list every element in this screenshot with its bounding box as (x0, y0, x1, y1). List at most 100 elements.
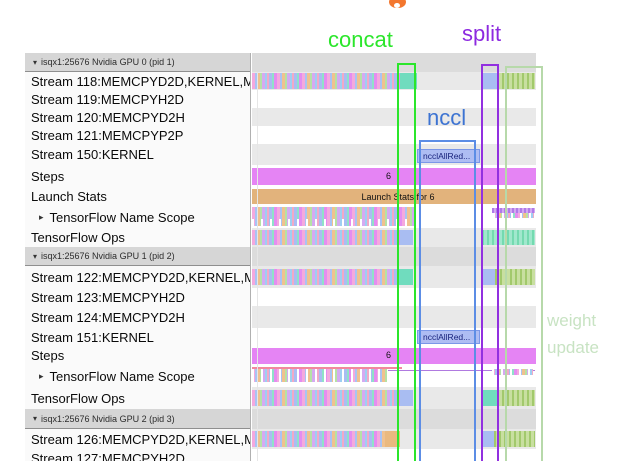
track-stream-151: ncclAllRed... (252, 328, 536, 346)
row-label-tf-ops-gpu1: TensorFlow Ops (25, 387, 250, 409)
section-header-gpu1[interactable]: ▾isqx1:25676 Nvidia GPU 1 (pid 2) (25, 247, 250, 266)
expand-icon[interactable]: ▸ (39, 370, 44, 381)
row-stream-119: Stream 119:MEMCPYH2D (0, 90, 622, 108)
row-stream-151: Stream 151:KERNEL ncclAllRed... (0, 328, 622, 346)
section-header-gpu0[interactable]: ▾isqx1:25676 Nvidia GPU 0 (pid 1) (25, 53, 250, 72)
collapse-icon[interactable]: ▾ (33, 414, 38, 423)
split-event-segment[interactable] (483, 73, 497, 89)
name-scope-drip-bar[interactable] (252, 369, 388, 382)
memcpy-event-segment[interactable] (385, 431, 400, 447)
split-event-segment[interactable] (483, 431, 494, 447)
track-steps-gpu1: 6 (252, 346, 536, 365)
launch-stats-bar[interactable] (252, 189, 536, 204)
track-stream-118 (252, 72, 536, 90)
cut-off-orange-glyph (389, 0, 406, 8)
name-scope-events-bar[interactable] (252, 207, 415, 219)
track-stream-150: ncclAllRed... (252, 144, 536, 165)
nccl-annotation: nccl (427, 105, 467, 130)
collapse-icon[interactable]: ▾ (33, 57, 38, 67)
row-label-tf-ops-gpu0: TensorFlow Ops (25, 228, 250, 247)
tf-ops-split-segment[interactable] (482, 390, 497, 406)
track-stream-121 (252, 126, 536, 144)
track-tf-ops-gpu0 (252, 228, 536, 247)
panel-divider[interactable] (250, 53, 251, 461)
concat-annotation: concat (328, 27, 393, 52)
row-tf-ops-gpu0: TensorFlow Ops (0, 228, 622, 247)
split-annotation: split (462, 21, 502, 46)
name-scope-span-line[interactable] (252, 370, 535, 371)
weight-update-segment[interactable] (494, 431, 535, 447)
row-label-stream-126: Stream 126:MEMCPYD2D,KERNEL,MI (25, 429, 250, 449)
track-steps-gpu0: 6 (252, 165, 536, 187)
steps-bar[interactable] (252, 348, 536, 364)
row-label-launch-stats: Launch Stats (25, 187, 250, 206)
track-stream-124 (252, 306, 536, 328)
row-label-stream-121: Stream 121:MEMCPYP2P (25, 126, 250, 144)
kernel-events-bar[interactable] (252, 269, 398, 285)
tf-ops-concat-segment[interactable] (400, 230, 413, 245)
split-event-segment[interactable] (483, 269, 495, 285)
section-title: isqx1:25676 Nvidia GPU 1 (pid 2) (41, 251, 175, 261)
row-stream-124: Stream 124:MEMCPYD2H (0, 306, 622, 328)
steps-bar[interactable] (252, 168, 536, 185)
row-name-scope-gpu0: ▸ TensorFlow Name Scope (0, 206, 622, 228)
row-label-stream-151: Stream 151:KERNEL (25, 328, 250, 346)
row-label-steps: Steps (25, 346, 250, 365)
track-stream-120 (252, 108, 536, 126)
concat-highlight-box (397, 63, 416, 461)
row-label-stream-127: Stream 127:MEMCPYH2D (25, 449, 250, 461)
collapse-icon[interactable]: ▾ (33, 251, 38, 261)
row-name-scope-gpu1: ▸ TensorFlow Name Scope (0, 365, 622, 387)
concat-event-segment[interactable] (398, 269, 413, 285)
tf-ops-events-bar[interactable] (252, 230, 400, 245)
row-stream-123: Stream 123:MEMCPYH2D (0, 288, 622, 306)
row-label-steps: Steps (25, 165, 250, 187)
track-stream-126 (252, 429, 536, 449)
track-name-scope-gpu0 (252, 206, 536, 228)
row-label-stream-120: Stream 120:MEMCPYD2H (25, 108, 250, 126)
row-stream-126: Stream 126:MEMCPYD2D,KERNEL,MI (0, 429, 622, 449)
row-stream-150: Stream 150:KERNEL ncclAllRed... (0, 144, 622, 165)
row-steps-gpu0: Steps 6 (0, 165, 622, 187)
track-name-scope-gpu1 (252, 365, 536, 387)
name-scope-right-bar[interactable] (492, 208, 535, 213)
track-stream-123 (252, 288, 536, 306)
row-label-name-scope-gpu0[interactable]: ▸ TensorFlow Name Scope (25, 206, 250, 228)
timeline-gridline (257, 72, 258, 461)
row-stream-120: Stream 120:MEMCPYD2H (0, 108, 622, 126)
tf-ops-weight-segment[interactable] (482, 230, 535, 245)
tf-ops-concat-segment[interactable] (400, 390, 413, 406)
row-label-stream-123: Stream 123:MEMCPYH2D (25, 288, 250, 306)
track-stream-119 (252, 90, 536, 108)
row-label-text: TensorFlow Name Scope (49, 368, 195, 384)
name-scope-right-drip[interactable] (492, 369, 533, 375)
row-stream-127: Stream 127:MEMCPYH2D (0, 449, 622, 461)
kernel-events-bar[interactable] (252, 431, 385, 447)
glyph-counter (394, 3, 400, 8)
steps-bar-label: 6 (386, 171, 392, 181)
weight-update-highlight-box (505, 66, 543, 461)
name-scope-right-drip[interactable] (493, 213, 534, 218)
track-stream-127 (252, 449, 536, 461)
concat-event-segment[interactable] (400, 73, 417, 89)
kernel-events-bar[interactable] (252, 73, 400, 89)
nccl-allreduce-bar[interactable]: ncclAllRed... (417, 330, 480, 344)
nccl-highlight-box (419, 140, 476, 461)
section-title: isqx1:25676 Nvidia GPU 2 (pid 3) (41, 413, 175, 424)
section-row-gpu1: ▾isqx1:25676 Nvidia GPU 1 (pid 2) (0, 247, 622, 267)
expand-icon[interactable]: ▸ (39, 211, 44, 222)
name-scope-top-line[interactable] (252, 367, 402, 369)
steps-bar-label: 6 (386, 350, 392, 360)
row-label-stream-118: Stream 118:MEMCPYD2D,KERNEL,ME (25, 72, 250, 90)
section-header-gpu2[interactable]: ▾isqx1:25676 Nvidia GPU 2 (pid 3) (25, 409, 250, 429)
row-label-name-scope-gpu1[interactable]: ▸ TensorFlow Name Scope (25, 365, 250, 387)
name-scope-drip-bar[interactable] (252, 219, 415, 226)
tf-ops-events-bar[interactable] (252, 390, 400, 406)
weight-update-annotation: weight update (547, 311, 599, 357)
split-highlight-box (481, 64, 499, 461)
row-steps-gpu1: Steps 6 (0, 346, 622, 365)
nccl-allreduce-bar[interactable]: ncclAllRed... (417, 149, 480, 163)
row-label-text: TensorFlow Name Scope (49, 209, 195, 225)
section-title: isqx1:25676 Nvidia GPU 0 (pid 1) (41, 57, 175, 67)
